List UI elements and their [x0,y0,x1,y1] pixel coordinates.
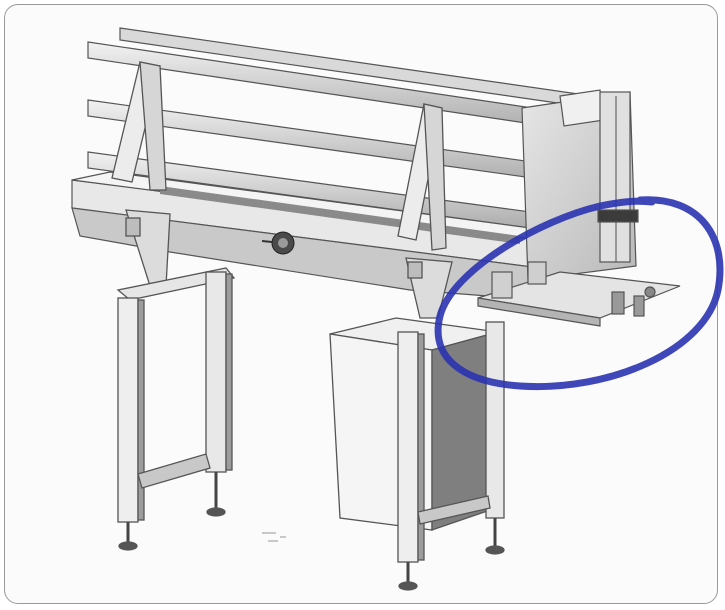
adjustment-knob [261,231,295,255]
left-leg-frame [116,267,236,551]
annotation-circle [434,196,724,391]
scan-artifacts [262,532,286,542]
middle-rail-bracket [397,103,453,319]
right-leg-frame [397,321,505,591]
end-panel-assembly [521,89,639,281]
left-rail-bracket [111,61,171,287]
transfer-plate [477,261,681,327]
